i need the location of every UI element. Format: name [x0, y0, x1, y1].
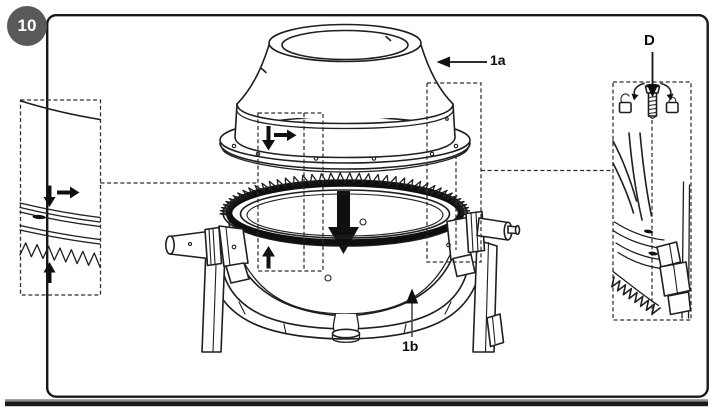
padlock-open-icon	[618, 93, 632, 114]
padlock-closed-icon	[665, 96, 679, 114]
upper-drum-1a	[219, 23, 471, 173]
arrow-down-icon	[646, 84, 659, 98]
arrow-right-icon	[57, 190, 70, 195]
stand-frame	[165, 210, 521, 353]
arrow-up-icon	[266, 255, 271, 269]
step-number-badge: 10	[7, 6, 47, 46]
rotate-arrows-icon	[631, 82, 674, 101]
right-axle-handle	[446, 210, 521, 278]
arrow-left-icon	[436, 56, 450, 68]
gear-ring-teeth	[219, 172, 471, 216]
callout-label-1a: 1a	[490, 52, 506, 68]
right-foot-bracket	[486, 313, 505, 348]
cone-skirt	[234, 103, 456, 159]
cradle-tube-outer	[208, 264, 482, 340]
callout-1a-arrow	[436, 56, 487, 68]
cone-body	[237, 44, 453, 120]
zoom-area-box-right	[426, 82, 482, 263]
callout-1b-arrow	[405, 288, 419, 337]
gear-teeth-detail	[611, 276, 661, 315]
latch-detail	[656, 241, 692, 316]
drain-spout	[331, 313, 361, 343]
zoom-area-box-left	[257, 112, 324, 272]
callout-d-arrow	[646, 52, 659, 98]
detail-view-left	[19, 99, 102, 296]
step-number: 10	[17, 16, 37, 35]
arrow-down-icon	[266, 126, 271, 141]
slot-mark	[32, 214, 46, 220]
drum-opening	[239, 189, 451, 239]
slot-mark	[643, 229, 654, 234]
arrow-down-icon	[47, 185, 52, 198]
arrow-right-icon	[274, 133, 287, 137]
slot-mark	[648, 251, 658, 256]
top-opening-inner	[281, 29, 409, 61]
gear-teeth-detail	[19, 242, 101, 268]
left-axle-handle	[165, 225, 250, 284]
arrow-up-icon	[47, 271, 52, 283]
callout-label-d: D	[644, 32, 655, 49]
arrow-up-icon	[405, 288, 419, 304]
page-edge-bar	[5, 399, 708, 407]
callout-label-1b: 1b	[402, 338, 419, 354]
